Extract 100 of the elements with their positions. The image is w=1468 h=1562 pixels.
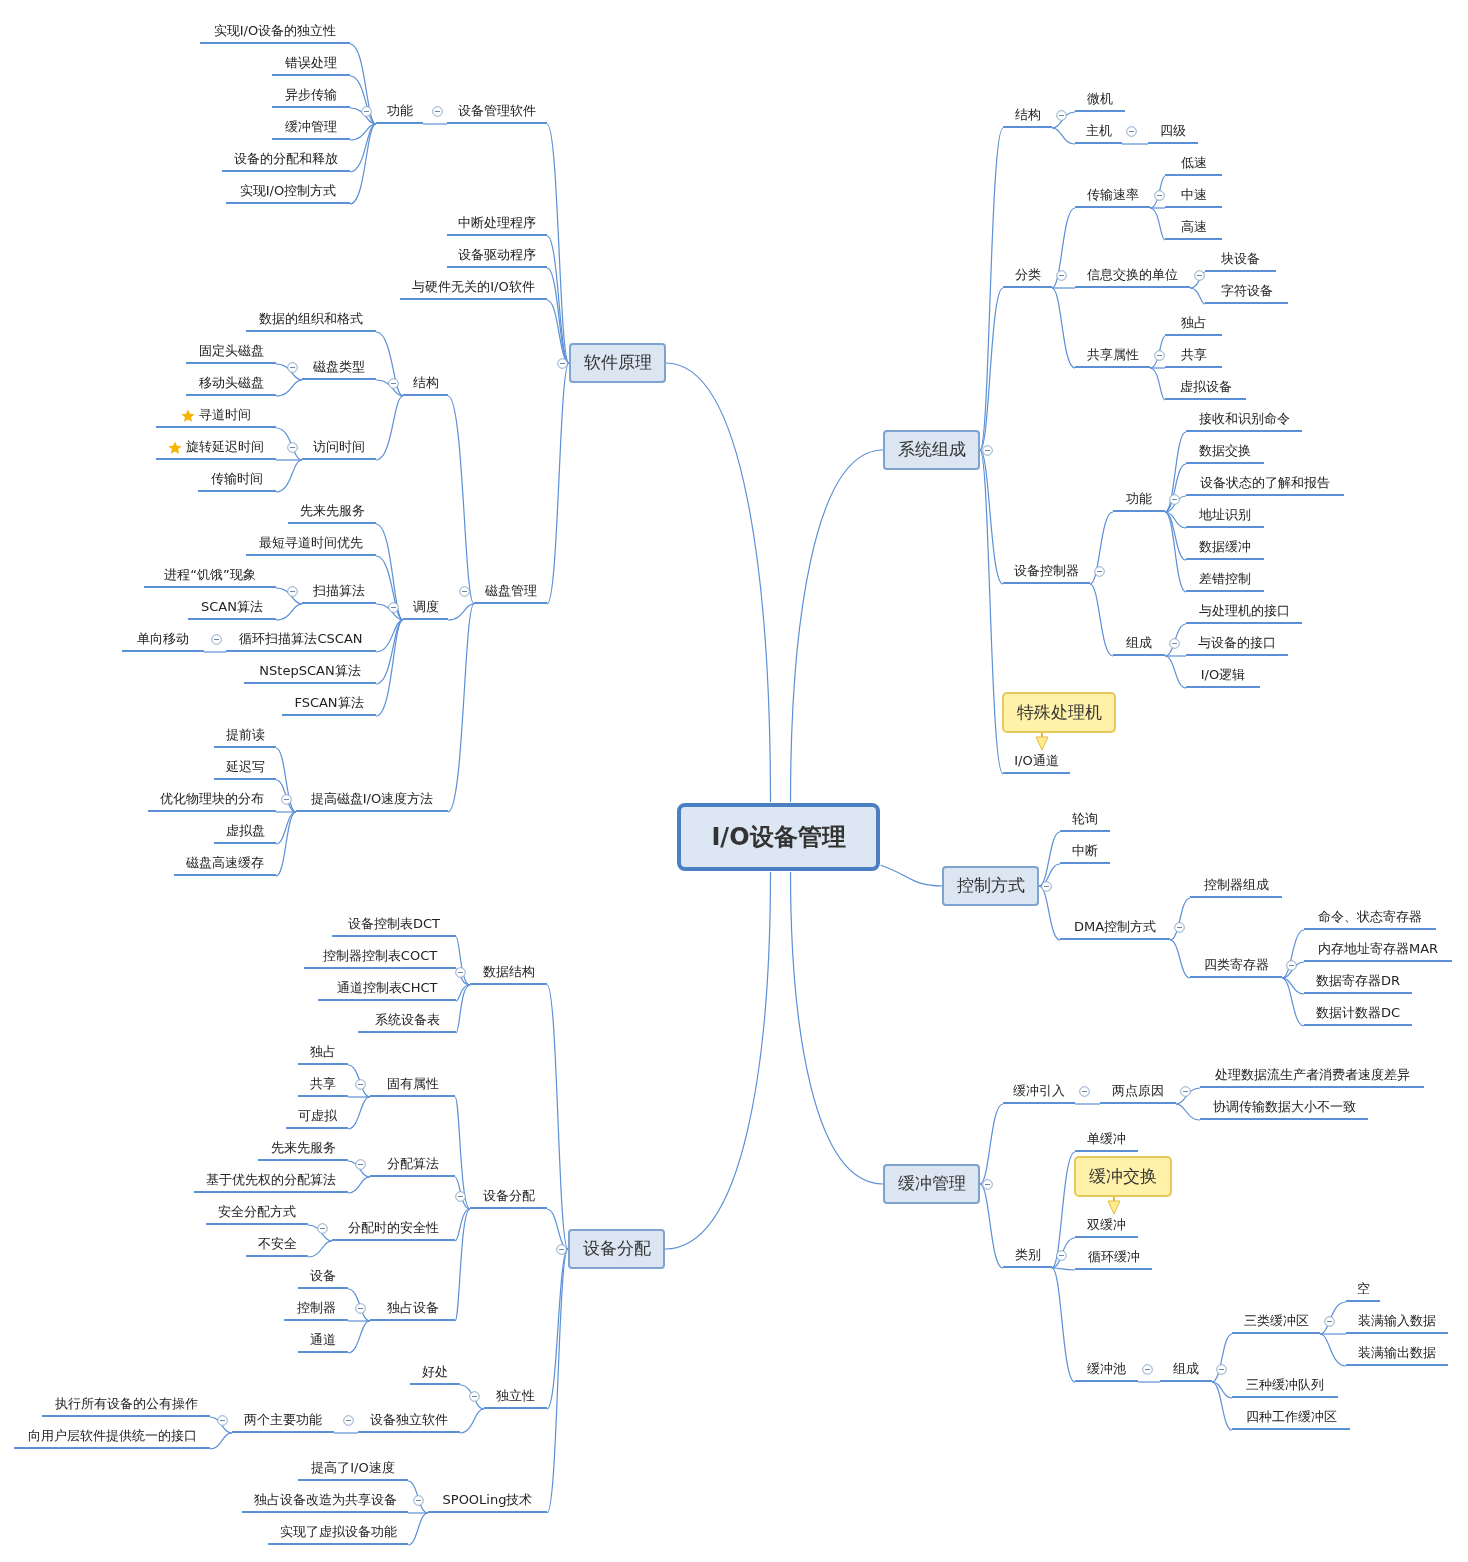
topic-label: 缓冲管理 bbox=[272, 116, 350, 140]
topic-label: 差错控制 bbox=[1186, 568, 1264, 592]
connector-line bbox=[375, 555, 404, 621]
connector-line bbox=[1089, 511, 1114, 585]
connector-line bbox=[1137, 1381, 1161, 1383]
topic-label: 字符设备 bbox=[1205, 280, 1288, 304]
topic-label: 两点原因 bbox=[1100, 1080, 1176, 1104]
connector-line bbox=[979, 449, 1004, 775]
connector-line bbox=[1169, 939, 1191, 979]
connector-line bbox=[447, 603, 475, 621]
topic-label: 进程“饥饿”现象 bbox=[144, 564, 276, 588]
topic-label: FSCAN算法 bbox=[282, 692, 376, 716]
main-topic: 缓冲管理 bbox=[883, 1164, 980, 1204]
connector-line bbox=[407, 1512, 429, 1514]
connector-line bbox=[546, 123, 570, 364]
connector-line bbox=[209, 1432, 233, 1450]
connector-line bbox=[1189, 271, 1206, 289]
topic-label: 设备独立软件 bbox=[358, 1409, 460, 1433]
callout-pointer bbox=[1035, 732, 1049, 751]
topic-label: 四级 bbox=[1148, 120, 1198, 144]
connector-line bbox=[1164, 511, 1187, 561]
connector-line bbox=[347, 1096, 371, 1130]
connector-line bbox=[789, 870, 884, 1185]
topic-label: 数据交换 bbox=[1186, 440, 1264, 464]
topic-label: 独占设备 bbox=[370, 1297, 455, 1321]
topic-text: 寻道时间 bbox=[199, 407, 251, 423]
connector-line bbox=[347, 1096, 371, 1098]
connector-line bbox=[1175, 1103, 1201, 1121]
topic-label: 传输速率 bbox=[1075, 184, 1150, 208]
topic-label: 设备驱动程序 bbox=[447, 244, 547, 268]
connector-line bbox=[459, 1384, 485, 1410]
main-topic: 设备分配 bbox=[568, 1229, 665, 1269]
topic-label: 块设备 bbox=[1205, 248, 1276, 272]
topic-label: I/O通道 bbox=[1003, 750, 1070, 774]
topic-label: 两个主要功能 bbox=[232, 1409, 334, 1433]
topic-label: 设备控制表DCT bbox=[332, 913, 456, 937]
connector-line bbox=[375, 395, 404, 461]
connector-line bbox=[1189, 287, 1206, 305]
topic-label: 访问时间 bbox=[302, 436, 376, 460]
topic-label: 循环缓冲 bbox=[1075, 1246, 1152, 1270]
callout-note: 缓冲交换 bbox=[1074, 1156, 1172, 1197]
topic-label: 中速 bbox=[1165, 184, 1222, 208]
topic-label: 先来先服务 bbox=[288, 500, 376, 524]
connector-line bbox=[665, 362, 772, 804]
connector-line bbox=[349, 75, 377, 125]
topic-label: 优化物理块的分布 bbox=[148, 788, 276, 812]
connector-line bbox=[1164, 495, 1187, 513]
topic-label: 通道控制表CHCT bbox=[318, 977, 456, 1001]
topic-label: 协调传输数据大小不一致 bbox=[1200, 1096, 1368, 1120]
main-topic: 系统组成 bbox=[883, 430, 980, 470]
topic-label: 移动头磁盘 bbox=[186, 372, 276, 396]
topic-label: 固定头磁盘 bbox=[186, 340, 276, 364]
connector-line bbox=[407, 1480, 429, 1514]
connector-line bbox=[447, 603, 475, 813]
topic-label: 基于优先权的分配算法 bbox=[194, 1169, 348, 1193]
topic-label: 最短寻道时间优先 bbox=[246, 532, 376, 556]
topic-label: 命令、状态寄存器 bbox=[1304, 906, 1436, 930]
topic-label: 虚拟设备 bbox=[1165, 376, 1246, 400]
topic-label: 独占 bbox=[1165, 312, 1222, 336]
connector-line bbox=[1169, 897, 1191, 941]
connector-line bbox=[1051, 207, 1076, 289]
connector-line bbox=[375, 619, 404, 717]
topic-label: 信息交换的单位 bbox=[1075, 264, 1190, 288]
topic-label: 中断 bbox=[1060, 840, 1110, 864]
topic-label: 固有属性 bbox=[370, 1073, 455, 1097]
connector-line bbox=[1089, 583, 1114, 657]
topic-label: 独占设备改造为共享设备 bbox=[242, 1489, 408, 1513]
topic-label: 安全分配方式 bbox=[206, 1201, 308, 1225]
topic-label: 共享 bbox=[1165, 344, 1222, 368]
connector-line bbox=[1038, 885, 1061, 941]
topic-label: 组成 bbox=[1160, 1358, 1212, 1382]
connector-line bbox=[1164, 655, 1187, 689]
topic-label: 功能 bbox=[1113, 488, 1165, 512]
topic-label: 类别 bbox=[1003, 1244, 1052, 1268]
connector-line bbox=[1149, 175, 1166, 209]
connector-line bbox=[454, 1176, 471, 1210]
topic-label: 提高磁盘I/O速度方法 bbox=[296, 788, 448, 812]
topic-label: 高速 bbox=[1165, 216, 1222, 240]
topic-label: 可虚拟 bbox=[286, 1105, 348, 1129]
topic-label: 装满输出数据 bbox=[1346, 1342, 1448, 1366]
topic-label: 与处理机的接口 bbox=[1186, 600, 1302, 624]
connector-line bbox=[1319, 1333, 1347, 1335]
connector-line bbox=[879, 864, 943, 887]
topic-label: 三种缓冲队列 bbox=[1232, 1374, 1338, 1398]
topic-label: 空 bbox=[1346, 1278, 1380, 1302]
connector-line bbox=[1121, 143, 1149, 145]
topic-label: 三类缓冲区 bbox=[1232, 1310, 1320, 1334]
topic-text: 旋转延迟时间 bbox=[186, 439, 264, 455]
topic-label: 单缓冲 bbox=[1075, 1128, 1138, 1152]
topic-label: 系统设备表 bbox=[358, 1009, 456, 1033]
connector-line bbox=[1051, 127, 1076, 145]
topic-label: 设备管理软件 bbox=[447, 100, 547, 124]
connector-line bbox=[447, 395, 475, 605]
connector-line bbox=[347, 1160, 371, 1178]
topic-label: 磁盘类型 bbox=[302, 356, 376, 380]
topic-label: 控制器组成 bbox=[1190, 874, 1282, 898]
topic-label: 向用户层软件提供统一的接口 bbox=[14, 1425, 210, 1449]
topic-label: 四类寄存器 bbox=[1190, 954, 1282, 978]
topic-label: 缓冲引入 bbox=[1003, 1080, 1075, 1104]
topic-label: 传输时间 bbox=[198, 468, 276, 492]
